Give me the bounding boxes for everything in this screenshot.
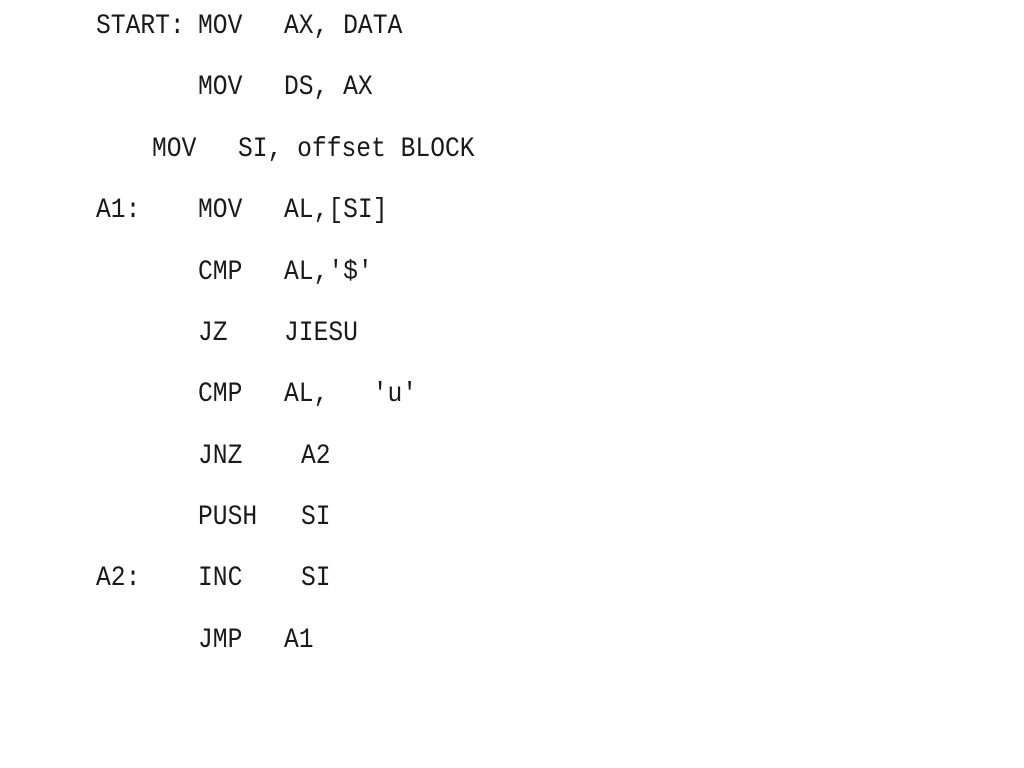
code-line: MOV SI, offset BLOCK [0, 130, 1024, 170]
code-mnemonic: INC [198, 563, 243, 594]
code-line: JMP A1 [0, 621, 1024, 661]
code-operands: AL,'$' [284, 257, 373, 288]
code-mnemonic: JMP [198, 625, 243, 656]
code-line: START: MOV AX, DATA [0, 7, 1024, 47]
code-mnemonic: MOV [152, 134, 197, 165]
code-operands: DS, AX [284, 72, 373, 103]
code-mnemonic: CMP [198, 379, 243, 410]
code-operands: SI [301, 502, 331, 533]
code-label: START: [96, 11, 185, 42]
code-mnemonic: CMP [198, 257, 243, 288]
code-operands: A2 [301, 441, 331, 472]
code-line: A2: INC SI [0, 559, 1024, 599]
code-line: CMP AL, 'u' [0, 375, 1024, 415]
code-mnemonic: MOV [198, 11, 243, 42]
code-line: A1: MOV AL,[SI] [0, 191, 1024, 231]
code-operands: A1 [284, 625, 314, 656]
code-line: MOV DS, AX [0, 68, 1024, 108]
code-operands: AX, DATA [284, 11, 403, 42]
code-mnemonic: PUSH [198, 502, 258, 533]
code-line: JNZ A2 [0, 437, 1024, 477]
code-operands: JIESU [284, 318, 358, 349]
code-operands: SI, offset BLOCK [238, 134, 475, 165]
code-line: PUSH SI [0, 498, 1024, 538]
code-operands: AL, 'u' [284, 379, 418, 410]
code-label: A2: [96, 563, 141, 594]
code-line: CMP AL,'$' [0, 253, 1024, 293]
code-line: JZ JIESU [0, 314, 1024, 354]
code-mnemonic: JNZ [198, 441, 243, 472]
code-mnemonic: MOV [198, 195, 243, 226]
code-mnemonic: MOV [198, 72, 243, 103]
code-label: A1: [96, 195, 141, 226]
code-mnemonic: JZ [198, 318, 228, 349]
code-operands: SI [301, 563, 331, 594]
code-operands: AL,[SI] [284, 195, 388, 226]
